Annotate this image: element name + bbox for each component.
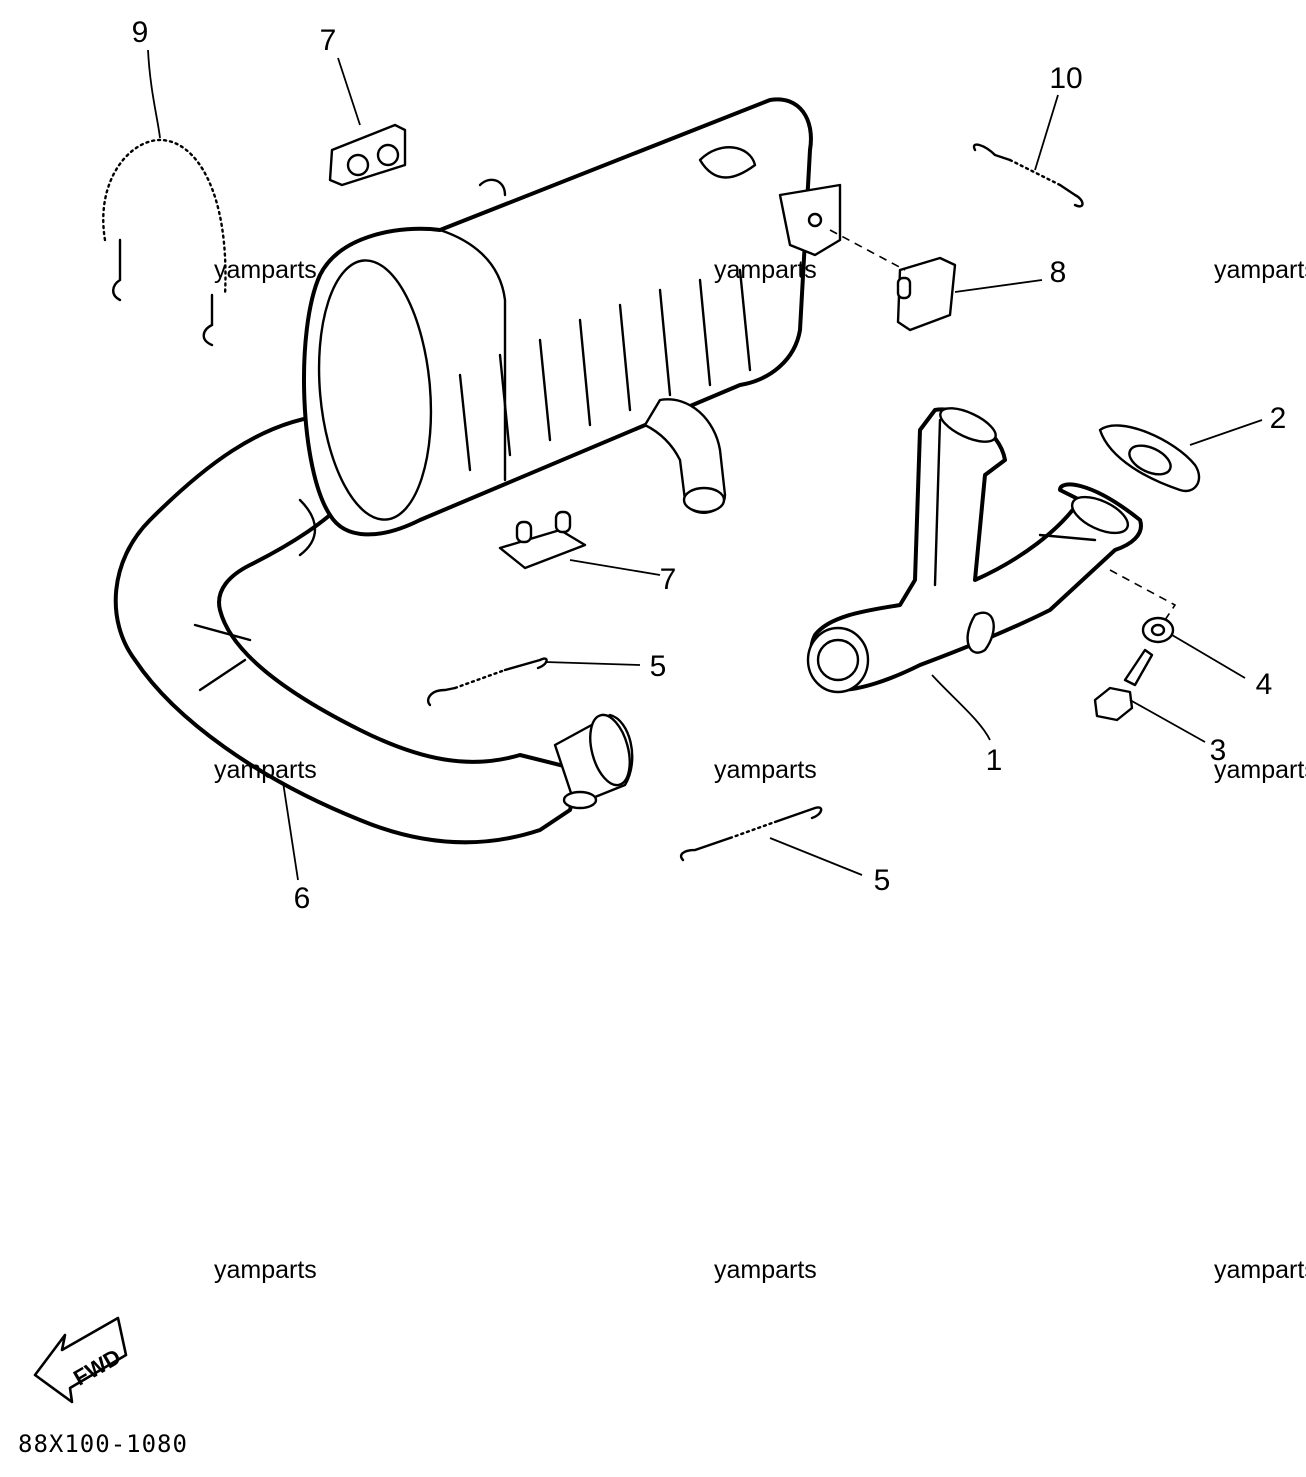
watermarks: yamparts yamparts yamparts yamparts yamp… <box>214 256 1306 1284</box>
diagram-code: 88X100-1080 <box>18 1430 188 1458</box>
spring-part-5-upper <box>426 657 548 707</box>
leader-lines <box>147 49 1263 881</box>
callout-2: 2 <box>1270 402 1287 435</box>
spring-part-5-lower <box>679 806 823 862</box>
exhaust-pipe-part-6 <box>113 413 634 845</box>
nut-part-4 <box>1141 616 1175 644</box>
watermark: yamparts <box>714 756 817 784</box>
forward-arrow-icon: FWD <box>33 1316 128 1404</box>
muffler-assembly <box>301 97 842 537</box>
watermark: yamparts <box>214 256 317 284</box>
callout-9: 9 <box>132 16 149 49</box>
damper-part-7-bottom <box>498 510 587 570</box>
assembly-line-bracket-to-8 <box>829 229 906 271</box>
bolt-part-3 <box>1093 648 1154 722</box>
watermark: yamparts <box>1214 1256 1306 1284</box>
damper-part-8 <box>896 256 957 332</box>
long-spring-part-9 <box>102 138 227 347</box>
watermark: yamparts <box>1214 756 1306 784</box>
callout-5-upper: 5 <box>650 650 667 683</box>
watermark: yamparts <box>714 256 817 284</box>
callout-7-bottom: 7 <box>660 563 677 596</box>
spring-part-10 <box>972 143 1084 208</box>
callout-1: 1 <box>986 744 1003 777</box>
watermark: yamparts <box>214 1256 317 1284</box>
callout-10: 10 <box>1049 62 1082 95</box>
exhaust-manifold-part-1 <box>806 407 1143 694</box>
callout-4: 4 <box>1256 668 1273 701</box>
watermark: yamparts <box>214 756 317 784</box>
callout-8: 8 <box>1050 256 1067 289</box>
watermark: yamparts <box>714 1256 817 1284</box>
callout-5-lower: 5 <box>874 864 891 897</box>
callout-3: 3 <box>1210 734 1227 767</box>
assembly-line-flange-to-nut <box>1109 569 1177 621</box>
callout-7-top: 7 <box>320 24 337 57</box>
gasket-part-2 <box>1098 424 1201 493</box>
damper-part-7-top <box>328 123 407 187</box>
callout-6: 6 <box>294 882 311 915</box>
watermark: yamparts <box>1214 256 1306 284</box>
